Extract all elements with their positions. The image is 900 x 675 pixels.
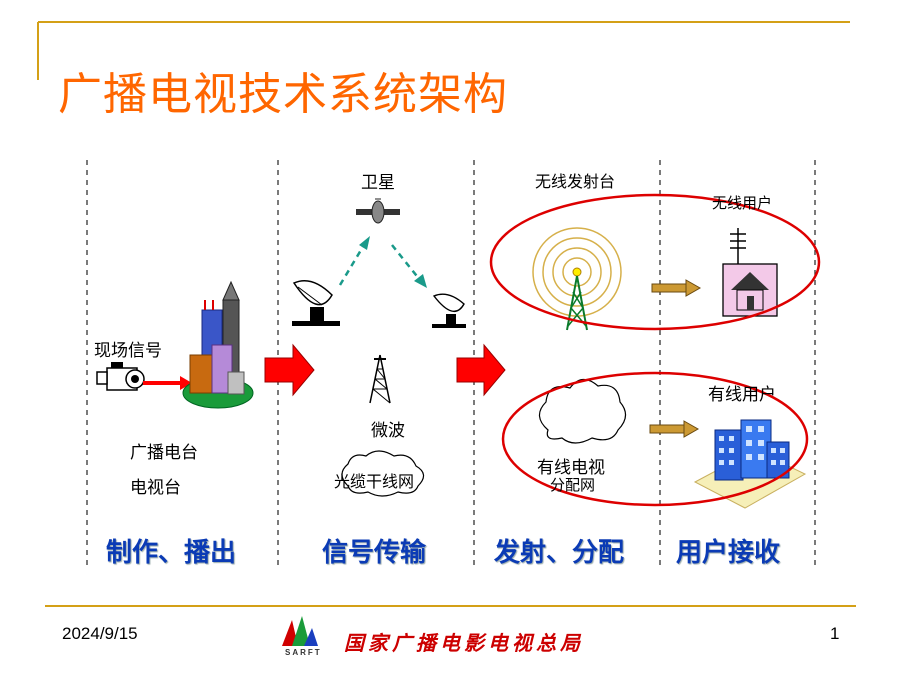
stage-production: 制作、播出 [106, 538, 237, 568]
downlink-arrow [391, 244, 427, 288]
small-arrow-wireless [651, 279, 702, 297]
satellite-dish-icon [292, 280, 340, 326]
page-title: 广播电视技术系统架构 [58, 69, 508, 120]
office-building-icon [693, 419, 807, 509]
cable-highlight-ellipse [501, 371, 809, 507]
label-wireless-transmitter: 无线发射台 [535, 172, 616, 191]
label-cable-tv-network-line1: 有线电视 [537, 458, 605, 478]
transmitter-tower-icon [532, 227, 622, 331]
label-tv-station: 电视台 [130, 478, 181, 498]
satellite-icon [356, 198, 400, 224]
stage-user-reception: 用户接收 [676, 538, 781, 568]
label-live-signal: 现场信号 [94, 341, 162, 361]
footer-organization: 国家广播电影电视总局 [344, 631, 584, 655]
video-camera-icon [96, 362, 145, 391]
satellite-dish-icon [432, 293, 466, 328]
stage-broadcast-distribution: 发射、分配 [494, 538, 625, 568]
big-arrow-2 [456, 343, 506, 397]
label-microwave: 微波 [371, 421, 405, 441]
stage-transmission: 信号传输 [322, 538, 427, 568]
label-broadcast-station: 广播电台 [130, 443, 198, 463]
house-antenna-icon [722, 228, 778, 317]
camera-to-station-arrow [143, 376, 192, 390]
cloud-network-icon [341, 450, 425, 497]
small-arrow-cable [649, 420, 700, 438]
uplink-arrow [338, 236, 370, 286]
footer-date: 2024/9/15 [62, 624, 138, 643]
label-wireless-users: 无线用户 [712, 194, 773, 212]
label-cable-users: 有线用户 [708, 385, 776, 405]
sarft-logo [282, 616, 318, 646]
wireless-highlight-ellipse [489, 193, 821, 331]
label-cable-tv-network-line2: 分配网 [550, 476, 596, 494]
footer-page-number: 1 [830, 624, 840, 643]
microwave-tower-icon [369, 354, 391, 404]
label-satellite: 卫星 [361, 173, 395, 193]
big-arrow-1 [264, 343, 315, 397]
label-fiber-backbone: 光缆干线网 [334, 472, 415, 491]
tv-station-building-icon [182, 280, 254, 409]
footer-logo-text: SARFT [285, 648, 322, 657]
